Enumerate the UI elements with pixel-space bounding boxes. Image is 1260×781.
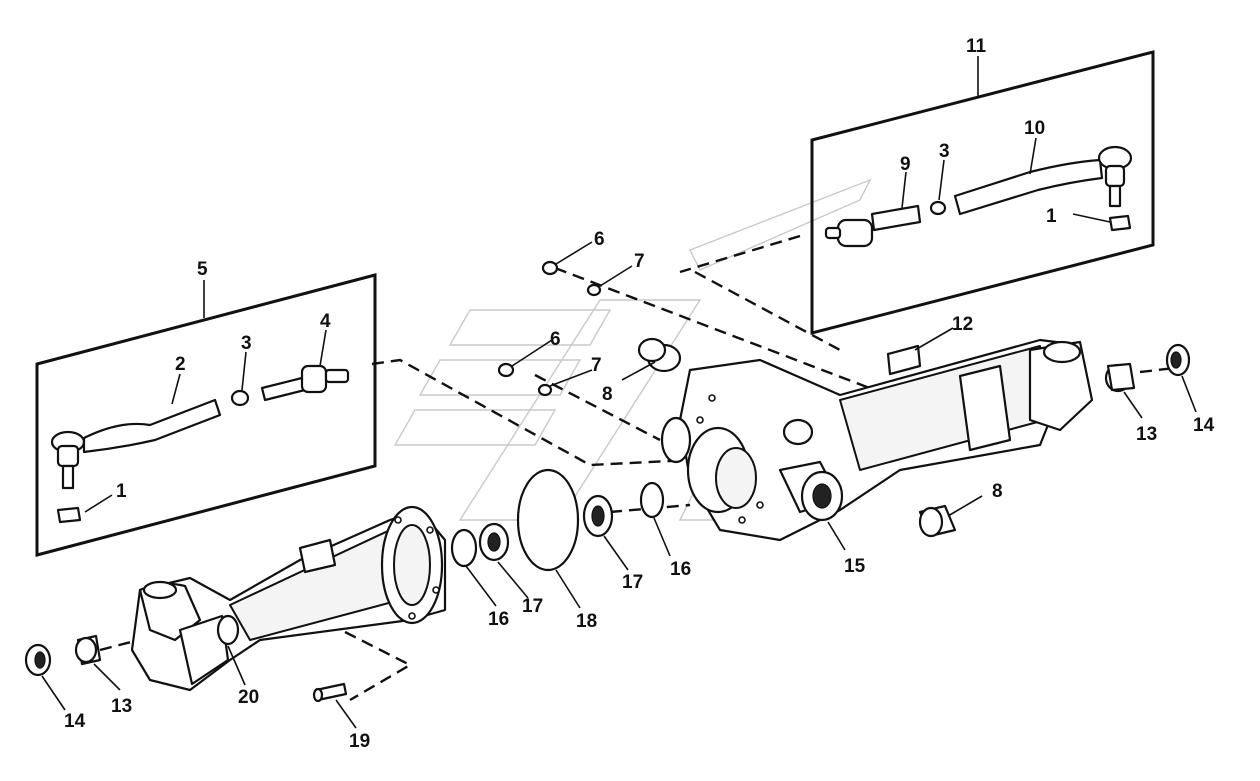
left-tie-rod-end xyxy=(50,398,222,490)
shim-18 xyxy=(516,468,580,572)
bearing-17-left xyxy=(478,522,510,562)
callout-7-mid: 7 xyxy=(591,355,602,376)
callout-16-right: 16 xyxy=(670,559,691,580)
pinion-flange-15 xyxy=(778,460,844,522)
left-threaded-rod xyxy=(260,376,307,402)
bushing-13-right xyxy=(1104,362,1136,393)
callout-13-left: 13 xyxy=(111,696,132,717)
callout-8-mid: 8 xyxy=(602,384,613,405)
left-cotter-nut xyxy=(56,506,82,524)
left-tie-rod-assembly xyxy=(50,364,350,524)
seal-14-right xyxy=(1165,343,1191,377)
bolt-6-top xyxy=(541,260,559,276)
callout-1-right: 1 xyxy=(1046,206,1057,227)
callout-7-top: 7 xyxy=(634,251,645,272)
washer-7-mid xyxy=(537,383,553,397)
right-tie-rod-box xyxy=(810,50,1155,335)
callout-numbers: 1 1 2 3 3 4 5 6 6 7 7 8 8 9 10 11 12 13 … xyxy=(64,36,1215,752)
callout-20: 20 xyxy=(238,687,259,708)
callout-4: 4 xyxy=(320,311,331,332)
bushing-13-left xyxy=(74,634,102,666)
right-cotter-nut xyxy=(1108,214,1132,232)
washer-7-top xyxy=(586,283,602,297)
right-clamp xyxy=(929,200,947,216)
right-tie-rod-end xyxy=(953,145,1133,216)
callout-3-left: 3 xyxy=(241,333,252,354)
bushing-8-right xyxy=(918,504,957,538)
seal-14-left xyxy=(24,643,52,677)
callout-8-right: 8 xyxy=(992,481,1003,502)
callout-3-right: 3 xyxy=(939,141,950,162)
right-adjuster-rod xyxy=(870,204,922,232)
callout-15: 15 xyxy=(844,556,866,577)
right-tie-rod-assembly xyxy=(824,145,1133,248)
callout-6-top: 6 xyxy=(594,229,605,250)
callout-10: 10 xyxy=(1024,118,1045,139)
callout-2: 2 xyxy=(175,354,186,375)
bearing-17-right xyxy=(582,494,614,538)
left-adjuster-sleeve xyxy=(300,364,350,394)
callout-9: 9 xyxy=(900,154,911,175)
snap-ring-16-left xyxy=(450,528,478,568)
callout-14-right: 14 xyxy=(1193,415,1215,436)
callout-19: 19 xyxy=(349,731,370,752)
callout-18: 18 xyxy=(576,611,597,632)
leader-lines xyxy=(41,56,1197,729)
callout-16-left: 16 xyxy=(488,609,509,630)
callout-11: 11 xyxy=(966,36,987,57)
callout-5: 5 xyxy=(197,259,208,280)
callout-12: 12 xyxy=(952,314,973,335)
axle-housing-right xyxy=(660,338,1094,542)
callout-1-left: 1 xyxy=(116,481,127,502)
right-inner-ball-joint xyxy=(824,218,874,248)
plate-12 xyxy=(886,344,922,376)
left-clamp xyxy=(230,389,250,407)
bolt-19 xyxy=(312,682,348,703)
bushing-8-mid xyxy=(637,337,682,373)
axle-housing-left xyxy=(130,505,447,692)
callout-17-right: 17 xyxy=(622,572,643,593)
callout-13-right: 13 xyxy=(1136,424,1157,445)
callout-6-mid: 6 xyxy=(550,329,561,350)
left-tie-rod-box xyxy=(35,273,377,557)
bolt-6-mid xyxy=(497,362,515,378)
callout-14-left: 14 xyxy=(64,711,86,732)
callout-17-left: 17 xyxy=(522,596,543,617)
snap-ring-16-right xyxy=(639,481,665,519)
